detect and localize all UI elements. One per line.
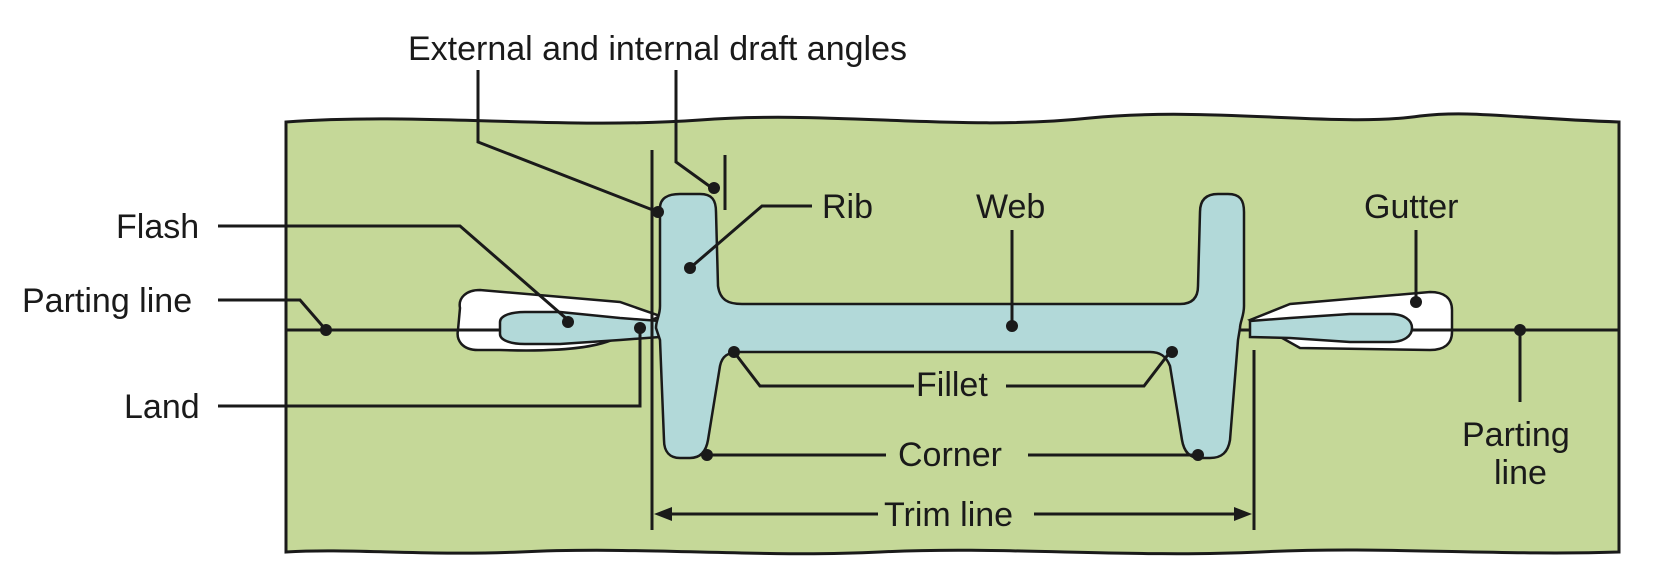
arrowhead-right: [1234, 507, 1252, 521]
label-land: Land: [124, 388, 200, 426]
dot-fillet-right: [1166, 346, 1178, 358]
dot-flash: [562, 316, 574, 328]
label-parting-line-right-2: line: [1494, 454, 1547, 492]
label-draft-angles: External and internal draft angles: [408, 30, 907, 68]
flash-right: [1248, 312, 1414, 344]
dot-internal-draft: [708, 182, 720, 194]
leader-fillet-left: [732, 351, 914, 388]
arrowhead-left: [654, 507, 672, 521]
dot-rib: [684, 262, 696, 274]
label-parting-line-right-1: Parting: [1462, 416, 1570, 454]
dot-web: [1006, 320, 1018, 332]
dot-land: [634, 322, 646, 334]
dot-parting-line-left: [320, 324, 332, 336]
leader-rib: [689, 204, 812, 270]
dot-corner-left: [701, 449, 713, 461]
leader-internal-draft: [674, 70, 713, 190]
leader-land: [218, 328, 642, 408]
dot-parting-line-right: [1514, 324, 1526, 336]
leader-parting-line-left: [218, 298, 328, 331]
dot-external-draft: [652, 206, 664, 218]
label-corner: Corner: [898, 436, 1002, 474]
label-gutter: Gutter: [1364, 188, 1458, 226]
dot-gutter: [1410, 296, 1422, 308]
label-trim-line: Trim line: [884, 496, 1013, 534]
dot-fillet-left: [728, 346, 740, 358]
label-parting-line-left: Parting line: [22, 282, 192, 320]
label-web: Web: [976, 188, 1045, 226]
dot-corner-right: [1192, 449, 1204, 461]
leader-flash: [218, 224, 569, 322]
forging-i-section: [654, 192, 1246, 460]
label-flash: Flash: [116, 208, 199, 246]
leader-external-draft: [476, 70, 659, 214]
label-rib: Rib: [822, 188, 873, 226]
leader-fillet-right: [1006, 351, 1172, 388]
label-fillet: Fillet: [916, 366, 988, 404]
